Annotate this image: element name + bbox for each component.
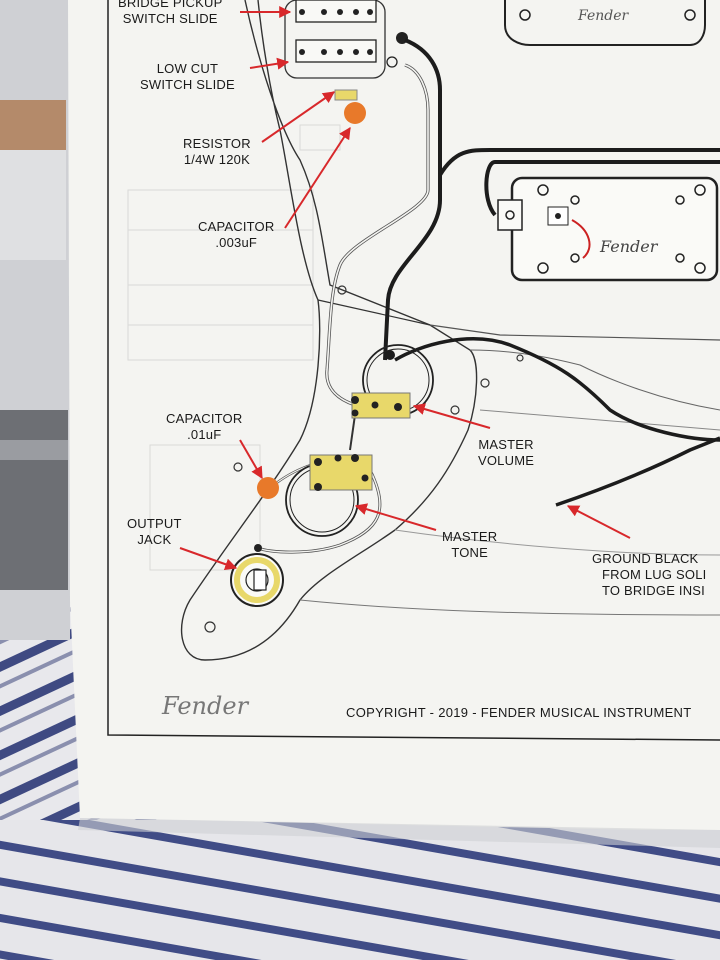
wire-ground — [555, 436, 720, 507]
capacitor-003-line1: CAPACITOR — [198, 219, 275, 234]
callout-arrows — [179, 6, 631, 571]
pickup-logo-bridge: Fender — [599, 237, 659, 256]
master-tone-label: MASTER TONE — [442, 529, 497, 561]
wire-black-main — [383, 38, 442, 361]
master-tone-line2: TONE — [451, 545, 489, 560]
master-tone-line1: MASTER — [442, 529, 498, 544]
capacitor-01-line1: CAPACITOR — [166, 411, 243, 426]
ground-line2: FROM LUG SOLI — [602, 567, 707, 582]
fender-logo: Fender — [162, 692, 249, 720]
capacitor-01-component — [257, 477, 279, 499]
master-volume-label: MASTER VOLUME — [478, 437, 534, 469]
capacitor-003-line2: .003uF — [215, 235, 258, 250]
bridge-pickup-switch-line2: SWITCH SLIDE — [122, 11, 218, 26]
bridge-pickup-switch-label: BRIDGE PICKUP SWITCH SLIDE — [118, 0, 222, 27]
capacitor-01-line2: .01uF — [187, 427, 222, 442]
capacitor-003-component — [344, 102, 366, 124]
output-jack-line1: OUTPUT — [127, 516, 182, 531]
pickup-logo-top: Fender — [577, 8, 629, 24]
bridge-pickup: Fender — [497, 176, 719, 282]
output-jack-line2: JACK — [137, 532, 172, 547]
resistor-line1: RESISTOR — [183, 136, 251, 151]
output-jack — [230, 544, 284, 607]
master-volume-line2: VOLUME — [478, 453, 535, 468]
output-jack-label: OUTPUT JACK — [127, 516, 182, 548]
ground-line1: GROUND BLACK — [592, 551, 699, 566]
diagram-border — [107, 0, 720, 741]
neck-pickup: Fender — [504, 0, 706, 46]
bridge-pickup-switch-line1: BRIDGE PICKUP — [118, 0, 223, 10]
master-volume-pot — [351, 344, 434, 419]
low-cut-switch-line2: SWITCH SLIDE — [140, 77, 235, 92]
pickguard-outline — [180, 0, 478, 661]
resistor-label: RESISTOR 1/4W 120K — [183, 136, 251, 168]
switch-assembly — [284, 0, 408, 101]
ground-line3: TO BRIDGE INSI — [602, 583, 705, 598]
resistor-line2: 1/4W 120K — [183, 152, 250, 167]
master-tone-pot — [285, 454, 373, 537]
master-volume-line1: MASTER — [478, 437, 534, 452]
capacitor-003-label: CAPACITOR .003uF — [198, 219, 274, 251]
wire-black-volume-right — [394, 337, 720, 442]
ground-label: GROUND BLACK FROM LUG SOLI TO BRIDGE INS… — [592, 551, 706, 599]
low-cut-switch-line1: LOW CUT — [156, 61, 219, 76]
low-cut-switch-label: LOW CUT SWITCH SLIDE — [140, 61, 235, 93]
copyright-text: COPYRIGHT - 2019 - FENDER MUSICAL INSTRU… — [346, 705, 692, 720]
capacitor-01-label: CAPACITOR .01uF — [166, 411, 242, 443]
wire-black-bridge — [438, 148, 720, 177]
